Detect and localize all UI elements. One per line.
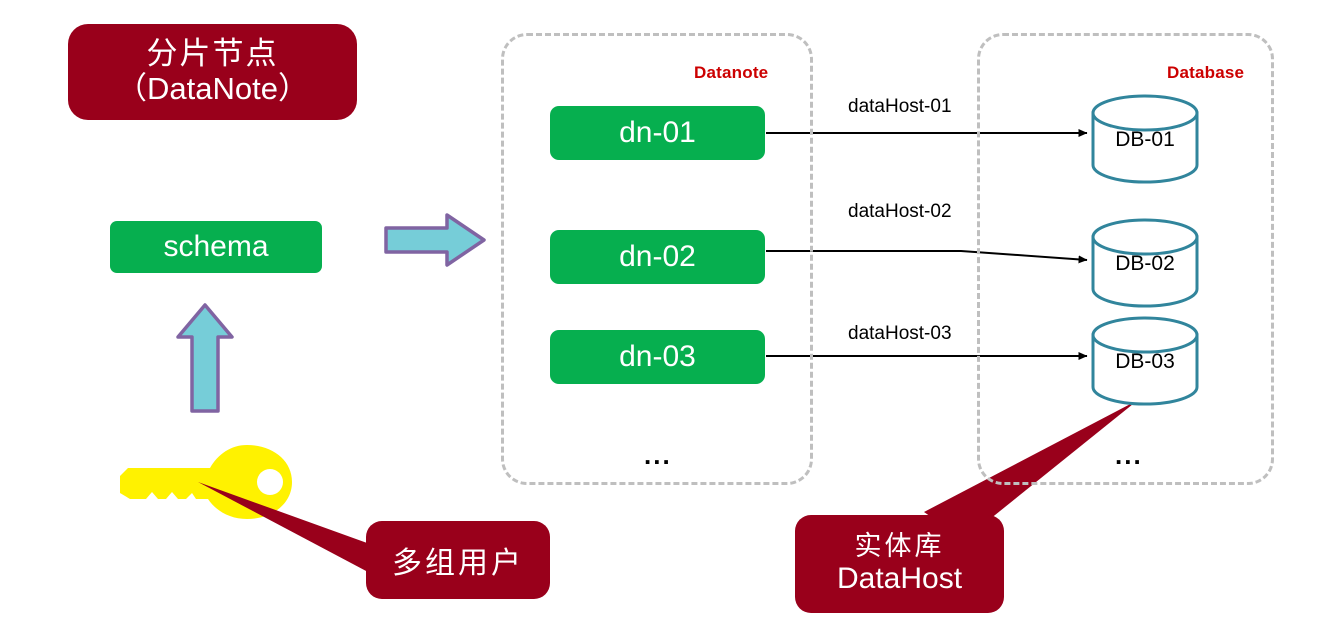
datanote-ellipsis: ... [644, 440, 672, 470]
title-pill: 分片节点 （DataNote） [68, 24, 357, 120]
db-cylinder-label-03: DB-03 [1115, 350, 1175, 373]
datanote-group [501, 33, 813, 485]
block-arrow-up-icon [176, 303, 234, 413]
db-cylinder-label-02: DB-02 [1115, 252, 1175, 275]
database-ellipsis: ... [1115, 440, 1143, 470]
database-group [977, 33, 1274, 485]
key-icon [120, 445, 292, 519]
datanote-group-label: Datanote [694, 63, 769, 82]
connector-label-datahost-02: dataHost-02 [848, 201, 952, 222]
connector-label-datahost-03: dataHost-03 [848, 323, 952, 344]
datanode-box-dn-01[interactable]: dn-01 [550, 106, 765, 160]
title-pill-line-en: （DataNote） [116, 71, 309, 106]
datanode-box-dn-03[interactable]: dn-03 [550, 330, 765, 384]
title-pill-line-cn: 分片节点 [146, 36, 279, 72]
callout-datahost-line-en: DataHost [836, 562, 963, 596]
block-arrow-right-icon [384, 213, 486, 267]
callout-multi-user-group: 多组用户 [366, 521, 550, 599]
db-cylinder-label-01: DB-01 [1115, 128, 1175, 151]
datanode-box-dn-02[interactable]: dn-02 [550, 230, 765, 284]
callout-tail-users [198, 482, 392, 572]
database-group-label: Database [1167, 63, 1245, 82]
connector-label-datahost-01: dataHost-01 [848, 96, 952, 117]
callout-multi-user-text: 多组用户 [392, 547, 524, 580]
callout-datahost-line-cn: 实体库 [854, 530, 945, 561]
schema-box[interactable]: schema [110, 221, 322, 273]
callout-datahost: 实体库 DataHost [795, 515, 1004, 613]
